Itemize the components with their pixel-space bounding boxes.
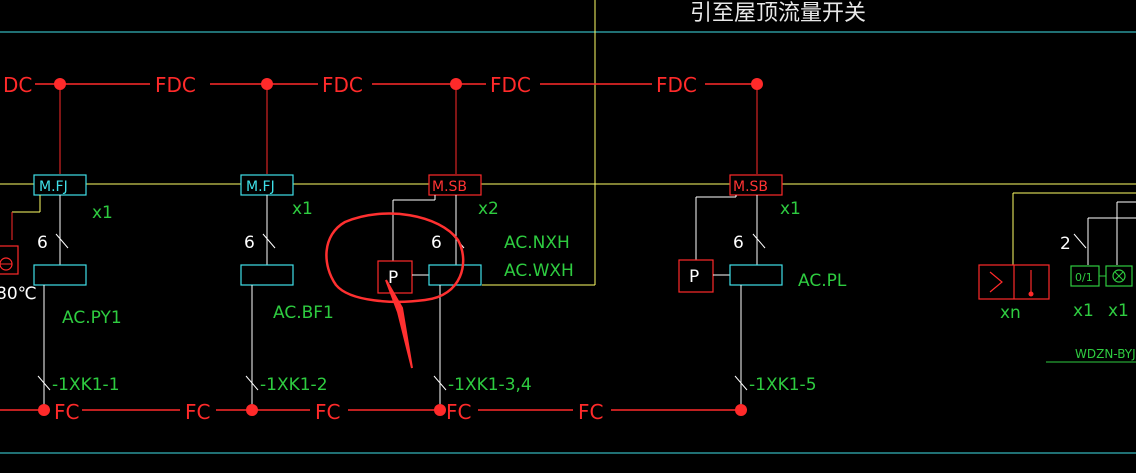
- diagram-title: 引至屋顶流量开关: [690, 1, 866, 26]
- module-3: M.SB x2 6 P AC.NXH AC.WXH -1XK1-3,4: [377, 174, 574, 410]
- bottom-bus-label: FC: [578, 400, 603, 424]
- annotation-arrow: [385, 279, 413, 369]
- module-terminal: -1XK1-2: [260, 375, 328, 395]
- junction-dot: [38, 404, 50, 416]
- bottom-bus: FC FC FC FC FC: [0, 400, 747, 424]
- junction-dot: [246, 404, 258, 416]
- pressure-switch: [377, 260, 413, 294]
- module-multiplier: x1: [780, 199, 801, 219]
- right-group: 2 xn 0/1 x1 x1 WDZN-BYJ: [978, 192, 1136, 363]
- module-terminal: -1XK1-5: [749, 375, 817, 395]
- annotation-highlight: [325, 212, 465, 369]
- module-terminal: -1XK1-3,4: [448, 375, 532, 395]
- p-label: P: [388, 268, 398, 288]
- top-bus-label: FDC: [155, 73, 196, 97]
- cable-label: WDZN-BYJ: [1075, 347, 1136, 361]
- module-2: M.FJ x1 6 AC.BF1 -1XK1-2: [240, 174, 334, 410]
- xn-label: xn: [1000, 303, 1021, 323]
- module-num: 6: [733, 233, 744, 253]
- junction-dot: [735, 404, 747, 416]
- module-tag: M.FJ: [246, 179, 275, 195]
- module-num: 6: [244, 233, 255, 253]
- top-bus-label: FDC: [322, 73, 363, 97]
- top-bus: DC FDC FDC FDC FDC: [3, 73, 763, 97]
- right-multiplier: x1: [1073, 301, 1094, 321]
- bottom-bus-label: FC: [446, 400, 471, 424]
- indicator-label: 0/1: [1075, 271, 1093, 284]
- module-terminal: -1XK1-1: [52, 375, 120, 395]
- module-multiplier: x1: [92, 203, 113, 223]
- top-bus-label: FDC: [490, 73, 531, 97]
- module-1: M.FJ x1 6 AC.PY1 -1XK1-1: [12, 174, 122, 410]
- module-name: AC.PL: [798, 271, 847, 291]
- relay-box: [240, 264, 294, 286]
- left-partial: 80℃: [0, 212, 37, 304]
- module-multiplier: x1: [292, 199, 313, 219]
- module-tag: M.SB: [733, 179, 768, 195]
- module-name: AC.WXH: [504, 261, 574, 281]
- right-num: 2: [1060, 234, 1071, 254]
- right-multiplier: x1: [1108, 301, 1129, 321]
- temp-label: 80℃: [0, 284, 37, 304]
- relay-box: [33, 264, 87, 286]
- module-tag: M.FJ: [39, 179, 68, 195]
- module-name: AC.BF1: [273, 303, 334, 323]
- bottom-bus-label: FC: [54, 400, 79, 424]
- module-name: AC.PY1: [62, 308, 122, 328]
- module-tag: M.SB: [432, 179, 467, 195]
- module-multiplier: x2: [478, 199, 499, 219]
- relay-box: [729, 264, 783, 286]
- module-num: 6: [37, 233, 48, 253]
- module-name: AC.NXH: [504, 233, 570, 253]
- top-bus-label: DC: [3, 73, 32, 97]
- bottom-bus-label: FC: [185, 400, 210, 424]
- junction-dot: [434, 404, 446, 416]
- pressure-switch: [678, 259, 714, 293]
- module-4: M.SB x1 6 P AC.PL -1XK1-5: [678, 174, 847, 410]
- relay-box: [428, 264, 482, 286]
- module-num: 6: [431, 233, 442, 253]
- lamp-icon: [1112, 269, 1126, 283]
- p-label: P: [689, 267, 699, 287]
- top-bus-label: FDC: [656, 73, 697, 97]
- bottom-bus-label: FC: [315, 400, 340, 424]
